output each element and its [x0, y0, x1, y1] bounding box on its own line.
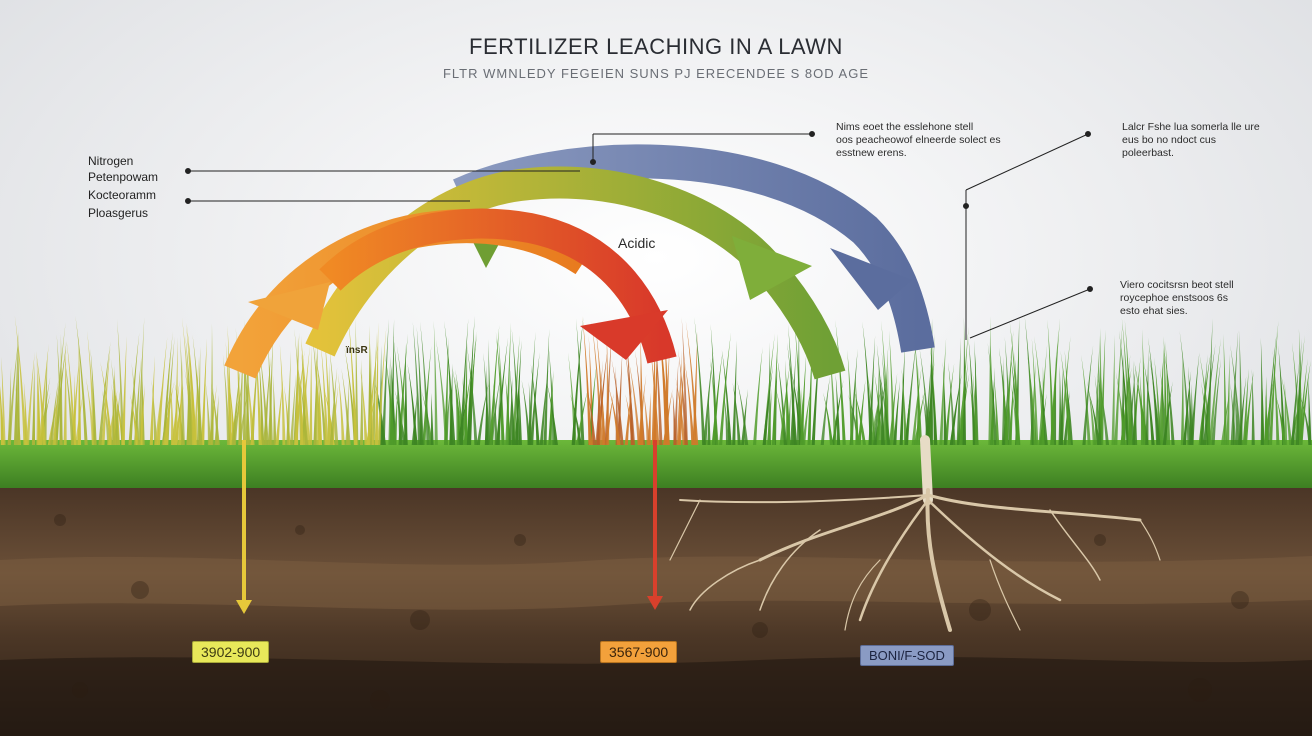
- root-system: [669, 435, 1161, 632]
- soil-texture: [54, 514, 1249, 710]
- diagram-title: FERTILIZER LEACHING IN A LAWN: [469, 34, 843, 59]
- callout-mid-right: Viero cocitsrsn beot stell roycephoe ens…: [1120, 279, 1234, 318]
- soil-band-dark: [0, 656, 1312, 736]
- red-leach-arrowhead: [647, 596, 663, 610]
- legend-item-3: Kocteoramm: [88, 188, 157, 202]
- callout-line: Lalcr Fshe lua somerla lle ure: [1122, 121, 1260, 133]
- yellow-depth-tag: 3902-900: [192, 641, 270, 663]
- red-arc: [319, 208, 677, 364]
- callout-line: Nims eoet the esslehone stell: [836, 121, 974, 133]
- red-arc-head: [580, 310, 668, 360]
- blue-depth-tag: BONI/F-SOD: [860, 645, 954, 666]
- orange-arc-head: [248, 282, 330, 330]
- grass-blades: [0, 315, 1312, 445]
- blue-arc-head: [830, 248, 912, 310]
- callout-line: poleerbast.: [1122, 147, 1174, 159]
- callout-line: Viero cocitsrsn beot stell: [1120, 279, 1234, 291]
- legend-item-4: Ploasgerus: [88, 206, 149, 220]
- legend-item-2: Petenpowam: [88, 170, 159, 184]
- callout-line: oos peacheowof elneerde solect es: [836, 134, 1001, 146]
- yellow-leach-arrowhead: [236, 600, 252, 614]
- callout-line: esstnew erens.: [836, 147, 907, 159]
- diagram-subtitle: FLTR WMNLEDY FEGEIEN SUNS PJ ERECENDEE S…: [442, 66, 870, 81]
- leader-lines: [185, 131, 1093, 340]
- callout-top-right: Lalcr Fshe lua somerla lle ure eus bo no…: [1122, 121, 1260, 160]
- callout-line: roycephoe enstsoos 6s: [1120, 292, 1228, 304]
- callout-line: eus bo no ndoct cus: [1122, 134, 1216, 146]
- green-arc-head: [732, 236, 812, 300]
- orange-depth-tag: 3567-900: [600, 641, 678, 663]
- callout-line: esto ehat sies.: [1120, 305, 1188, 317]
- grass-tag-label: ïnsR: [346, 345, 368, 356]
- legend-item-nitrogen: Nitrogen: [88, 154, 134, 168]
- callout-top-center: Nims eoet the esslehone stell oos peache…: [836, 121, 1001, 160]
- acidic-label: Acidic: [618, 235, 656, 251]
